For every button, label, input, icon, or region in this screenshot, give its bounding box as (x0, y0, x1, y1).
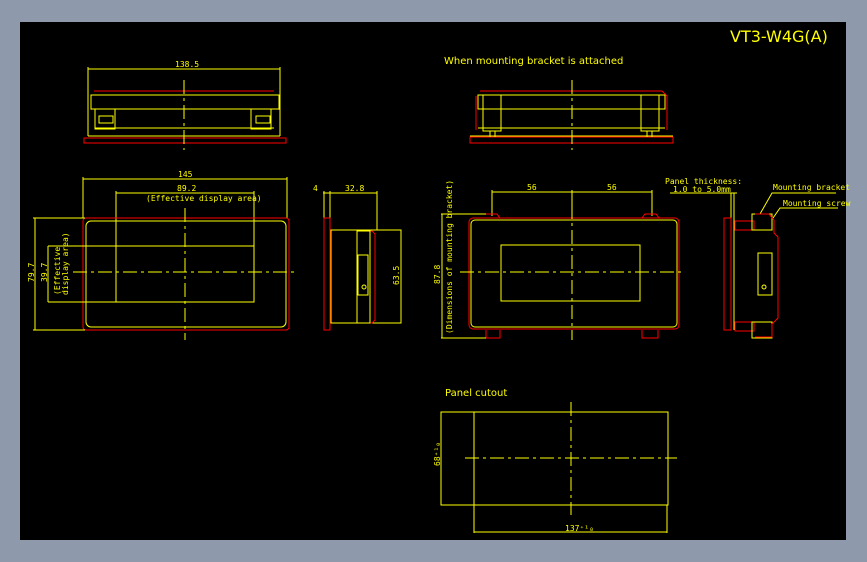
drawing-title: VT3-W4G(A) (730, 27, 828, 46)
bracket-right-dim: 56 (607, 183, 617, 192)
mounting-bracket-label: Mounting bracket (773, 183, 850, 192)
cutout-height-dim: 68⁺¹₀ (433, 442, 442, 466)
cutout-heading: Panel cutout (445, 388, 507, 399)
bracket-heading: When mounting bracket is attached (444, 56, 623, 67)
cutout-width-dim: 137⁺¹₀ (565, 524, 594, 533)
panel-dim: 4 (313, 184, 318, 193)
display-width-dim: 89.2 (177, 184, 196, 193)
mounting-screw-label: Mounting screw (783, 199, 851, 208)
panel-thickness-value: 1.0 to 5.0mm (673, 185, 731, 194)
side-height-dim: 63.5 (392, 266, 401, 285)
depth-dim: 32.8 (345, 184, 364, 193)
front-view-with-bracket: 56 56 87.8 (Dimensions of mounting brack… (433, 180, 684, 340)
side-view: 4 32.8 63.5 (313, 184, 402, 331)
display-height-dim: 39.7 (40, 263, 49, 282)
top-view: 138.5 (83, 60, 287, 150)
top-view-with-bracket (469, 80, 674, 150)
display-width-note: (Effective display area) (146, 194, 262, 203)
bracket-height-note: (Dimensions of mounting bracket) (445, 180, 454, 334)
display-height-note-1: (Effective (53, 247, 62, 295)
front-view: 145 89.2 (Effective display area) 79.7 3… (27, 170, 296, 340)
width-dim: 145 (178, 170, 193, 179)
height-dim: 79.7 (27, 263, 36, 282)
top-width-dim: 138.5 (175, 60, 199, 69)
panel-thickness-label: Panel thickness: (665, 177, 742, 186)
display-height-note-2: display area) (61, 232, 70, 295)
side-view-with-bracket: Panel thickness: 1.0 to 5.0mm Mounting b… (665, 177, 851, 339)
panel-cutout: Panel cutout 137⁺¹₀ 68⁺¹₀ (433, 388, 677, 533)
bracket-height-dim: 87.8 (433, 265, 442, 284)
bracket-left-dim: 56 (527, 183, 537, 192)
drawing-canvas[interactable] (20, 22, 846, 540)
